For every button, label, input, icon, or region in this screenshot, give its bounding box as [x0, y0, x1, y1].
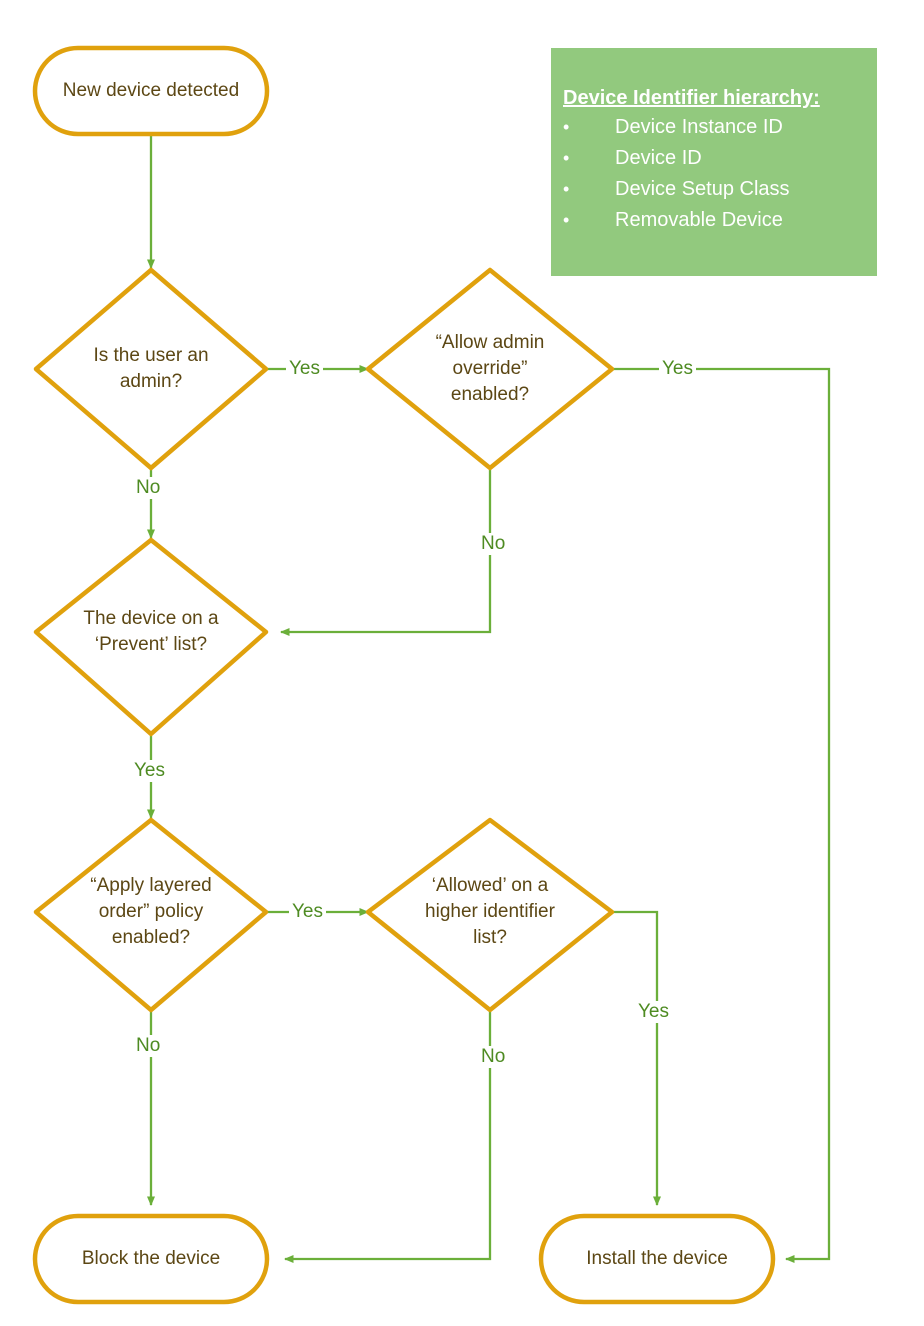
node-start [32, 45, 270, 137]
legend-list-item: • Device ID [551, 143, 877, 174]
bullet-icon: • [563, 210, 570, 230]
edge-label-prevent-list-yes: Yes [131, 760, 168, 782]
legend-panel: Device Identifier hierarchy: • Device In… [551, 48, 877, 276]
legend-list-item: • Device Instance ID [551, 112, 877, 143]
legend-list-item: • Device Setup Class [551, 174, 877, 205]
node-install [538, 1213, 776, 1305]
bullet-icon: • [563, 117, 570, 137]
node-higher-id [365, 817, 615, 1013]
bullet-icon: • [563, 179, 570, 199]
edge-label-layered-order-yes: Yes [289, 901, 326, 923]
edge-label-admin-override-no: No [478, 533, 509, 555]
edge-admin-override-yes [612, 367, 831, 1263]
edge-label-layered-order-no: No [133, 1035, 164, 1057]
legend-item-label: Device ID [615, 147, 702, 169]
legend-item-label: Removable Device [615, 209, 783, 231]
edge-higher-id-no [284, 1012, 492, 1263]
bullet-icon: • [563, 148, 570, 168]
node-is-admin [33, 267, 269, 471]
node-admin-override [365, 267, 615, 471]
legend-list-item: • Removable Device [551, 205, 877, 236]
legend-list: • Device Instance ID • Device ID • Devic… [551, 112, 877, 236]
edge-label-higher-id-no: No [478, 1046, 509, 1068]
edge-higher-id-yes [612, 910, 661, 1206]
edge-label-higher-id-yes: Yes [635, 1001, 672, 1023]
edge-admin-override-no [280, 470, 492, 636]
node-prevent-list [33, 537, 269, 737]
edge-label-admin-override-yes: Yes [659, 358, 696, 380]
legend-item-label: Device Setup Class [615, 178, 790, 200]
legend-item-label: Device Instance ID [615, 116, 783, 138]
edge-label-is-admin-yes: Yes [286, 358, 323, 380]
node-layered-order [33, 817, 269, 1013]
legend-title: Device Identifier hierarchy: [563, 87, 820, 109]
edge-label-is-admin-no: No [133, 477, 164, 499]
node-block [32, 1213, 270, 1305]
